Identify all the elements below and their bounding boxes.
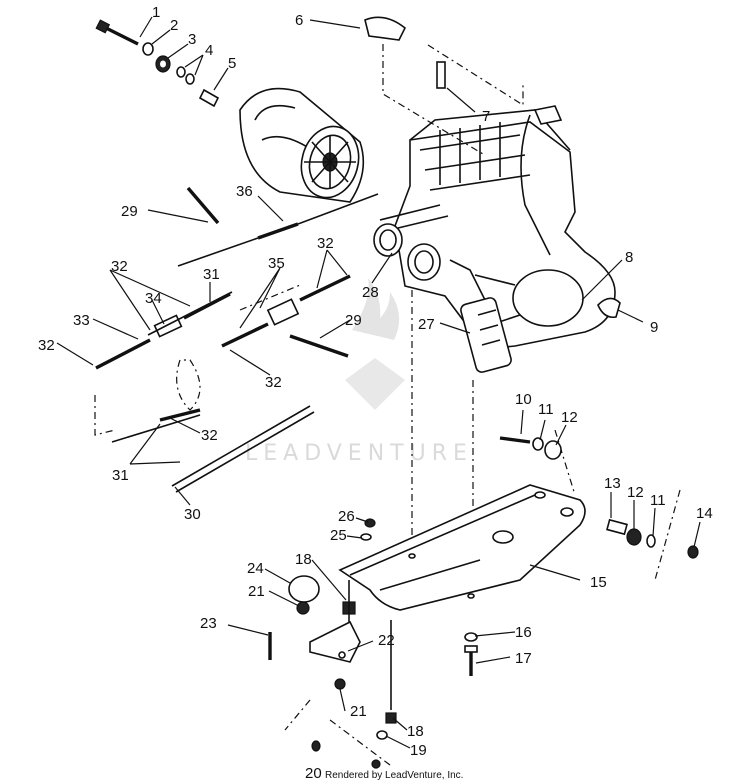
callout-23: 23 — [200, 615, 217, 632]
nut-14 — [687, 545, 699, 559]
washer-16 — [464, 632, 478, 642]
callout-1: 1 — [152, 4, 160, 21]
callout-21: 21 — [248, 583, 265, 600]
washer-3 — [155, 55, 171, 73]
centerlines — [94, 44, 681, 766]
callout-32b: 32 — [38, 337, 55, 354]
callout-6: 6 — [295, 12, 303, 29]
callout-30: 30 — [184, 506, 201, 523]
callout-11: 11 — [538, 401, 554, 418]
bushing-12 — [544, 440, 562, 460]
drive-clutch — [239, 87, 365, 203]
callout-28: 28 — [362, 284, 379, 301]
callout-8: 8 — [625, 249, 633, 266]
callout-13: 13 — [604, 475, 621, 492]
callout-4: 4 — [205, 42, 213, 59]
callout-24: 24 — [247, 560, 264, 577]
callout-17: 17 — [515, 650, 532, 667]
callout-21b: 21 — [350, 703, 367, 720]
watermark-text: LEADVENTURE — [245, 441, 473, 466]
callout-29: 29 — [121, 203, 138, 220]
callout-32e: 32 — [201, 427, 218, 444]
callout-31b: 31 — [112, 467, 129, 484]
callout-11b: 11 — [650, 492, 666, 509]
washer-11b — [646, 534, 656, 548]
nut-21b — [334, 678, 346, 690]
callout-31: 31 — [203, 266, 220, 283]
callout-32d: 32 — [265, 374, 282, 391]
bolt-1 — [95, 19, 139, 46]
callout-9: 9 — [650, 319, 658, 336]
callout-19: 19 — [410, 742, 427, 759]
rubber-mount-24 — [288, 575, 320, 603]
bolt-10 — [499, 436, 531, 444]
bushing-5 — [198, 88, 220, 108]
callout-26: 26 — [338, 508, 355, 525]
callout-16: 16 — [515, 624, 532, 641]
callout-12b: 12 — [627, 484, 644, 501]
spacer-13 — [606, 518, 628, 536]
callout-25: 25 — [330, 527, 347, 544]
bolt-17 — [464, 645, 478, 676]
washer-19 — [376, 730, 388, 740]
callout-32c: 32 — [111, 258, 128, 275]
washer-11 — [532, 437, 544, 451]
callout-33: 33 — [73, 312, 90, 329]
callout-35: 35 — [268, 255, 285, 272]
callout-32a: 32 — [317, 235, 334, 252]
callout-18b: 18 — [407, 723, 424, 740]
bracket-22 — [309, 620, 361, 663]
callout-15: 15 — [590, 574, 607, 591]
bushing-12b — [626, 528, 642, 546]
callout-18: 18 — [295, 551, 312, 568]
callout-7: 7 — [482, 108, 490, 125]
washer-2 — [142, 42, 154, 56]
spacer-4 — [176, 66, 195, 85]
callout-3: 3 — [188, 31, 196, 48]
callout-27: 27 — [418, 316, 435, 333]
callout-5: 5 — [228, 55, 236, 72]
callout-22: 22 — [378, 632, 395, 649]
callout-29b: 29 — [345, 312, 362, 329]
callout-2: 2 — [170, 17, 178, 34]
washer-25 — [360, 533, 372, 541]
nut-20 — [311, 740, 381, 769]
mount-18b — [385, 620, 397, 724]
leadventure-watermark: LEADVENTURE — [245, 278, 473, 466]
callout-36: 36 — [236, 183, 253, 200]
callout-20: 20 — [305, 765, 322, 782]
nut-21 — [296, 601, 310, 615]
mounting-plate — [338, 484, 586, 611]
callout-numbers: 1 2 3 4 5 6 7 8 9 10 11 12 13 12 11 14 1… — [38, 4, 713, 782]
callout-14: 14 — [696, 505, 713, 522]
engine-assembly — [364, 16, 621, 373]
fuel-lines — [95, 274, 351, 493]
nut-26 — [364, 518, 376, 528]
callout-34: 34 — [145, 290, 162, 307]
callout-10: 10 — [515, 391, 532, 408]
callout-12: 12 — [561, 409, 578, 426]
leader-lines — [56, 16, 701, 749]
credit-line: Rendered by LeadVenture, Inc. — [325, 770, 463, 781]
throttle-cable — [177, 186, 379, 267]
